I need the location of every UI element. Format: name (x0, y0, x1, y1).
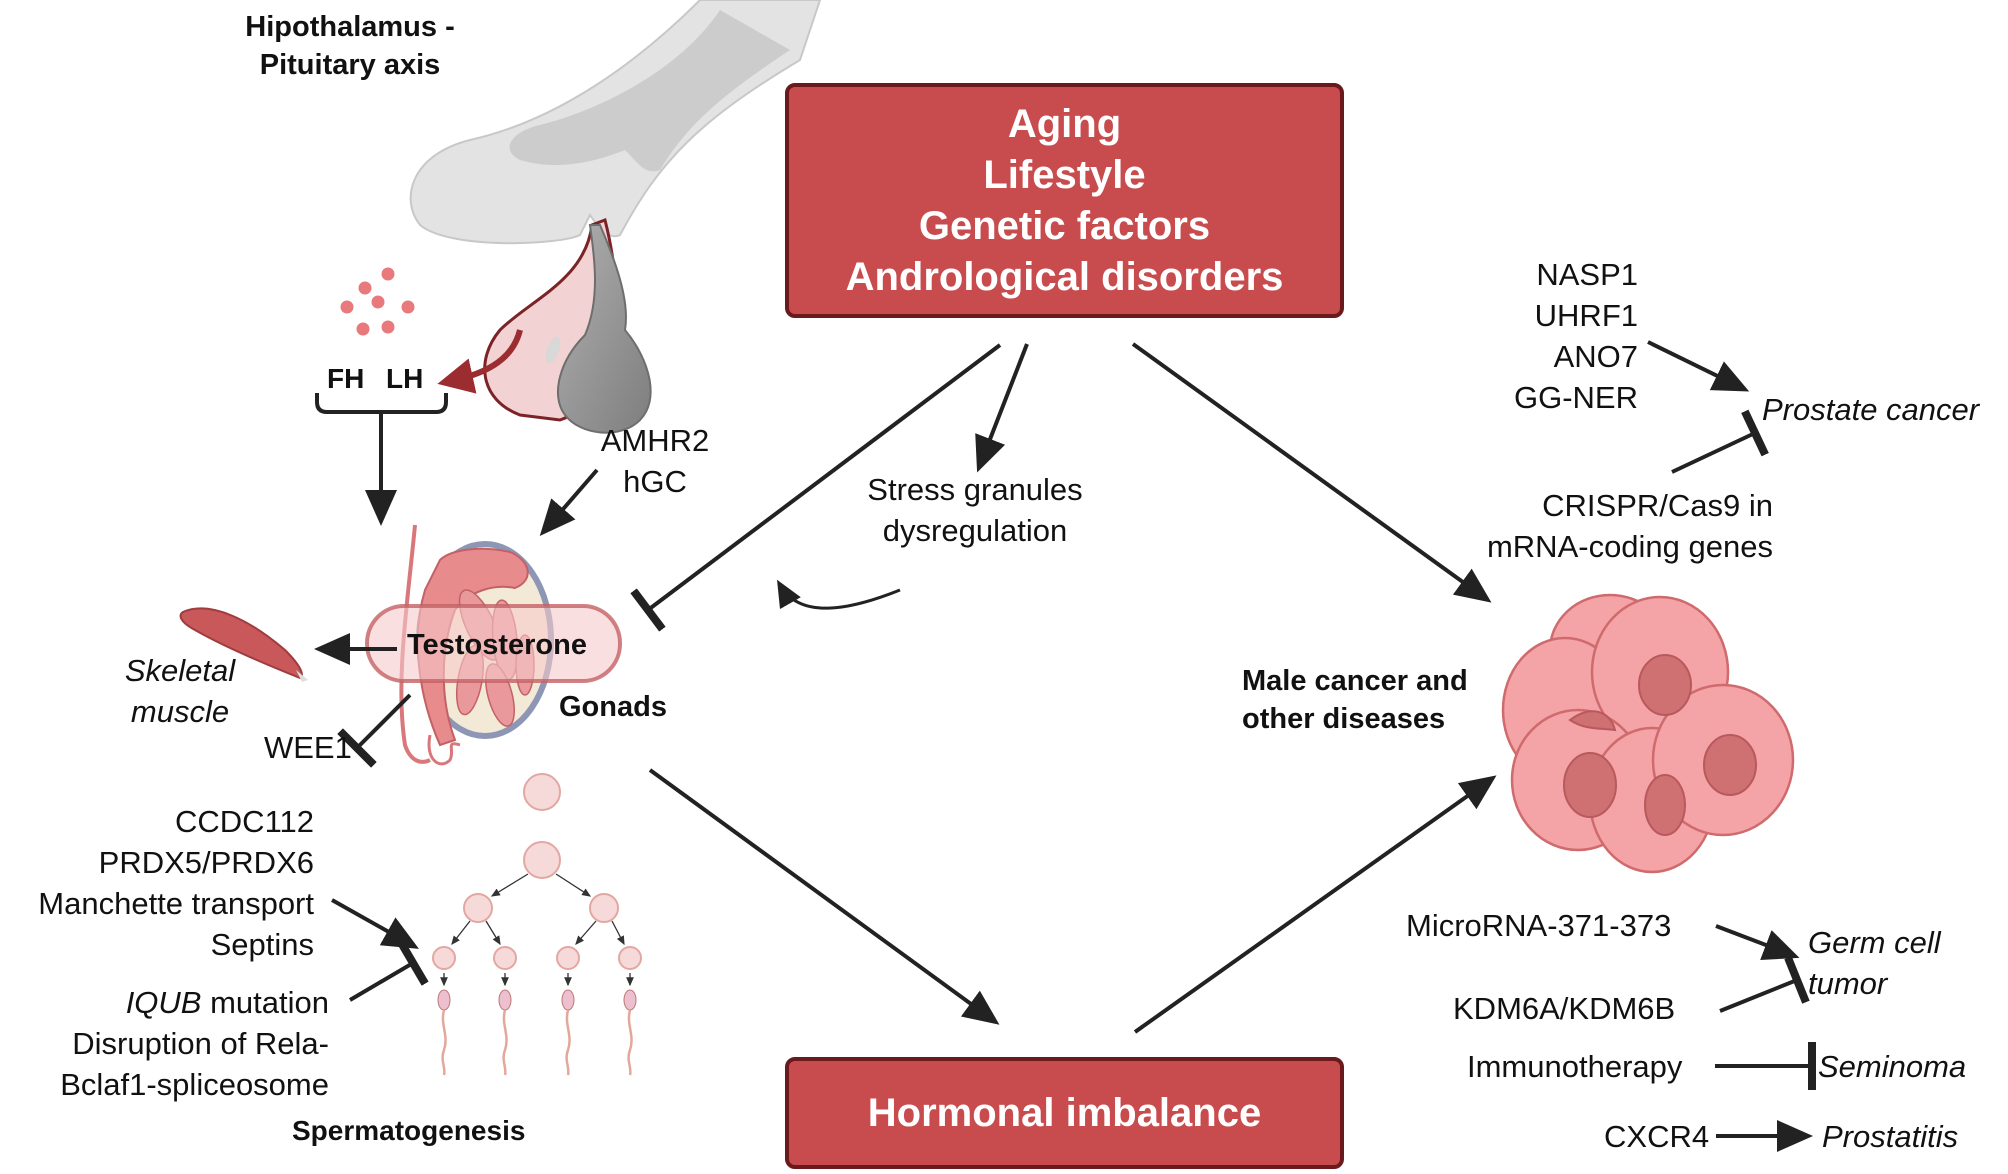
risk-factor-lifestyle: Lifestyle (983, 152, 1146, 197)
hormonal-imbalance-box: Hormonal imbalance (785, 1057, 1344, 1169)
pituitary-illustration (409, 0, 822, 434)
germ-cell-tumor-label: Germ cell tumor (1808, 925, 1941, 1001)
arrow-hormonal-to-cancer (1133, 775, 1497, 1034)
testosterone-label: Testosterone (407, 629, 587, 661)
arrow-genes-to-prostate-cancer (1647, 340, 1750, 392)
inhibit-kdm6-germ-cell (1719, 956, 1810, 1013)
skeletal-muscle-illustration (179, 607, 308, 682)
risk-factor-andrological: Andrological disorders (845, 254, 1284, 299)
crispr-label: CRISPR/Cas9 in mRNA-coding genes (1486, 488, 1773, 564)
immunotherapy-label: Immunotherapy (1467, 1049, 1683, 1084)
arrow-factors-to-spermatogenesis (331, 898, 419, 949)
cxcr4-label: CXCR4 (1604, 1119, 1710, 1154)
hormonal-imbalance-label: Hormonal imbalance (867, 1090, 1262, 1135)
prostatitis-label: Prostatitis (1822, 1119, 1959, 1154)
arrow-amhr2-to-gonads (539, 468, 599, 537)
arrow-microrna-to-germ-cell (1715, 924, 1800, 960)
testosterone-pill (365, 604, 622, 683)
curved-arrow-stress-to-gonads (777, 579, 901, 610)
microrna-label: MicroRNA-371-373 (1406, 908, 1672, 943)
hormone-fh: FH (327, 363, 365, 394)
gonads-label: Gonads (559, 691, 667, 723)
inhibit-factors-to-gonads (630, 343, 1002, 632)
arrow-factors-to-cancer (1131, 342, 1492, 603)
inhibit-iqub-spermatogenesis (348, 940, 429, 1002)
gonad-activators: AMHR2 hGC (600, 423, 710, 499)
risk-factor-genetic: Genetic factors (918, 203, 1211, 248)
wee1-label: WEE1 (264, 730, 352, 765)
arrow-gonads-to-hormonal (648, 768, 1000, 1025)
hormone-dots (340, 267, 415, 336)
stress-granules-label: Stress granules dysregulation (867, 472, 1083, 548)
iqub-mutation: IQUB mutation (125, 985, 329, 1020)
spermatogenesis-label: Spermatogenesis (292, 1115, 526, 1146)
inhibit-crispr-prostate-cancer (1671, 409, 1769, 474)
seminoma-label: Seminoma (1818, 1049, 1967, 1084)
risk-factor-aging: Aging (1007, 101, 1122, 146)
cancer-cells-illustration (1501, 593, 1795, 874)
kdm6-label: KDM6A/KDM6B (1453, 991, 1676, 1026)
hormone-lh: LH (386, 363, 424, 394)
spermatogenesis-illustration (432, 773, 642, 1076)
spermatogenesis-inhibitors: IQUB mutation Disruption of Rela- Bclaf1… (0, 982, 329, 1105)
prostate-cancer-label: Prostate cancer (1762, 392, 1980, 427)
spermatogenesis-activators: CCDC112 PRDX5/PRDX6 Manchette transport … (38, 804, 314, 962)
inhibit-testosterone-wee1 (337, 693, 412, 768)
male-cancer-label: Male cancer and other diseases (1242, 665, 1468, 735)
prostate-activators: NASP1 UHRF1 ANO7 GG-NER (1514, 257, 1638, 415)
arrow-factors-to-stress-granules (975, 343, 1029, 473)
skeletal-muscle-label: Skeletal muscle (124, 653, 236, 729)
risk-factors-box: Aging Lifestyle Genetic factors Androlog… (785, 83, 1344, 318)
hpa-title: Hipothalamus - Pituitary axis (245, 11, 455, 81)
